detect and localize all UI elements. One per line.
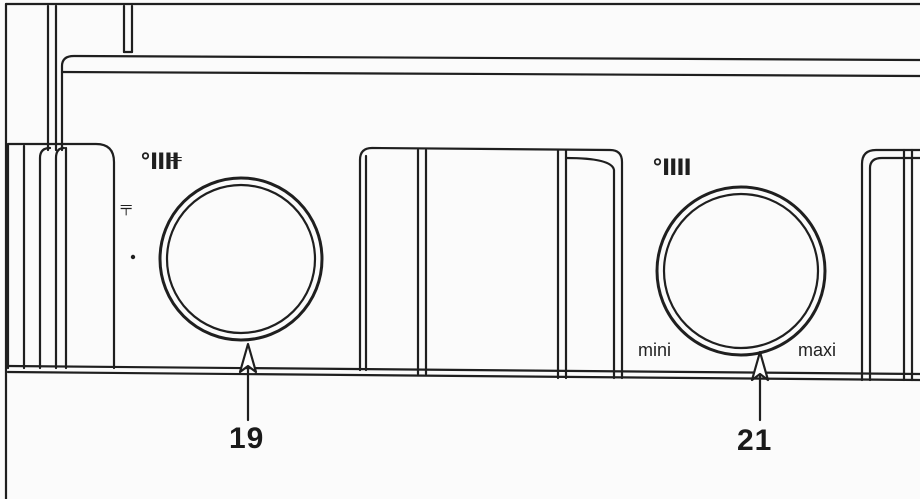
knob-19[interactable] — [158, 176, 324, 342]
scale-max-label: maxi — [798, 340, 837, 360]
radiator-icon: °IIII — [140, 150, 180, 175]
callout-21: 21 — [737, 424, 773, 457]
radiator-icon: °IIII — [652, 156, 692, 181]
right-edge-block — [860, 148, 920, 382]
panel-top-strip — [46, 4, 920, 152]
indicator-dot — [130, 254, 136, 260]
scale-min-label: mini — [638, 340, 672, 360]
panel-outer-frame — [4, 2, 920, 499]
left-switch-block — [6, 142, 116, 370]
knob-21[interactable] — [655, 185, 827, 357]
leader-arrow-21 — [750, 350, 770, 422]
tap-icon: ⫧ — [170, 148, 183, 173]
callout-19: 19 — [229, 422, 265, 455]
panel-bezel-bottom — [6, 364, 920, 382]
leader-arrow-19 — [238, 342, 258, 422]
tap-icon: ⫧ — [120, 196, 133, 221]
center-display-block — [358, 146, 624, 380]
